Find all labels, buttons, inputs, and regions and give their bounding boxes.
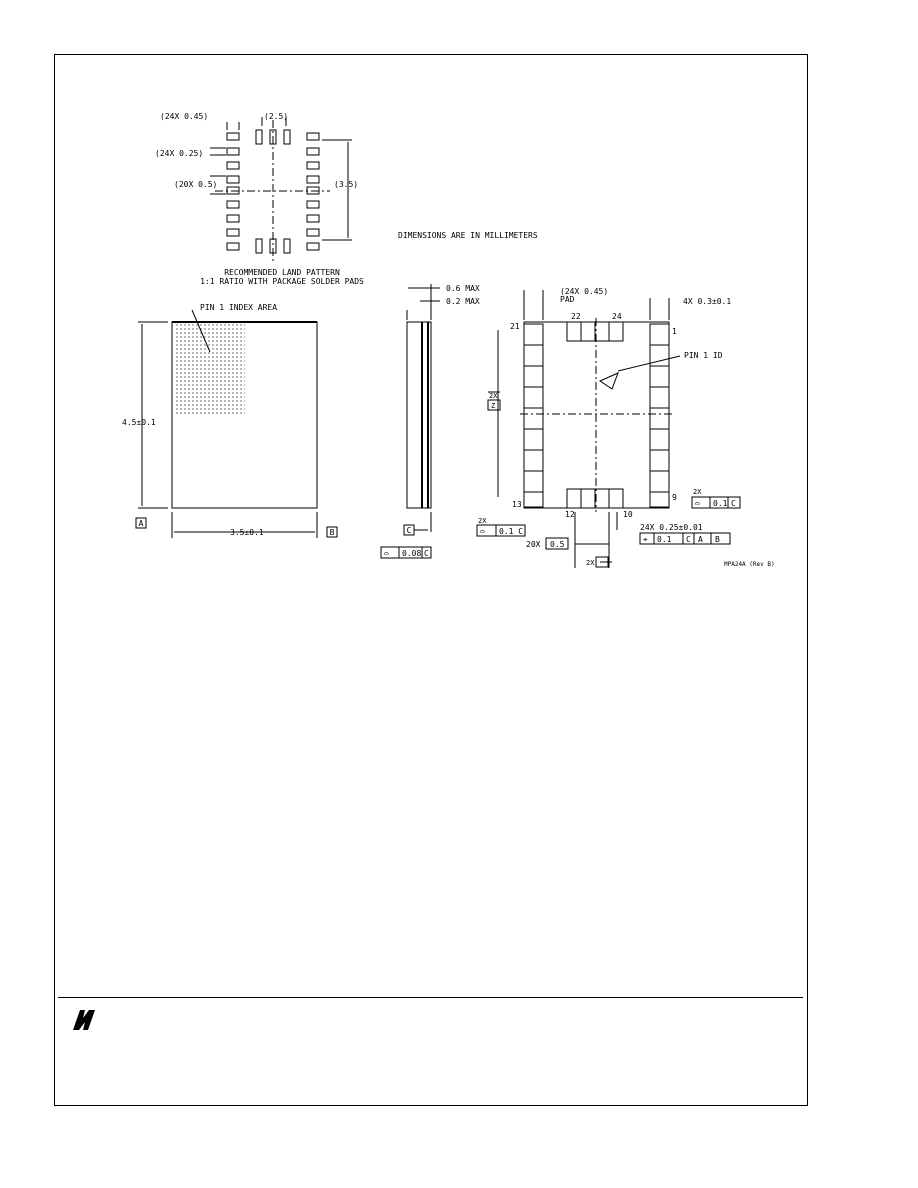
bv-fcf-value: 0.1 <box>657 535 672 544</box>
mechanical-drawing: (24X 0.45) (24X 0.25) (20X 0.5) (2.5) (3… <box>122 112 775 568</box>
bv-tol-left-value: 0.1 C <box>499 527 523 536</box>
bv-fcf-c: C <box>686 535 691 544</box>
bv-pin-22: 22 <box>571 312 581 321</box>
bv-dim-corner: 4X 0.3±0.1 <box>683 297 731 306</box>
units-note: DIMENSIONS ARE IN MILLIMETERS <box>398 231 538 240</box>
bv-tol-right-symbol: ⌓ <box>695 499 700 508</box>
lp-dim-pad-length: (24X 0.25) <box>155 149 203 158</box>
bv-frac-top: 2X <box>489 392 498 400</box>
bv-fcf-position-icon: ⌖ <box>643 535 648 544</box>
sv-flatness-symbol: ⌓ <box>384 549 389 558</box>
tv-datum-a: A <box>139 519 144 528</box>
bv-pitch-value: 0.5 <box>550 540 565 549</box>
lp-dim-pad-width: (24X 0.45) <box>160 112 208 121</box>
sv-dim-max-height: 0.6 MAX <box>446 284 480 293</box>
page-frame <box>54 54 808 1106</box>
bottom-view <box>476 290 741 568</box>
national-semiconductor-logo-icon <box>73 1010 95 1030</box>
bv-tol-right-value: 0.1 <box>713 499 728 508</box>
lp-dim-pitch: (20X 0.5) <box>174 180 217 189</box>
bv-pad-width: 24X 0.25±0.01 <box>640 523 703 532</box>
tv-datum-b: B <box>330 528 335 537</box>
bv-tol-2x-right: 2X <box>693 488 702 496</box>
sv-flatness-datum: C <box>424 549 429 558</box>
lp-dim-width: (2.5) <box>264 112 288 121</box>
top-view <box>135 309 338 538</box>
bv-pin-21: 21 <box>510 322 520 331</box>
bv-pin-12: 12 <box>565 510 575 519</box>
bv-pitch-prefix: 20X <box>526 540 541 549</box>
bv-2x-bottom: 2X <box>586 559 595 567</box>
lp-dim-height: (3.5) <box>334 180 358 189</box>
bv-pin-24: 24 <box>612 312 622 321</box>
lp-caption-1: RECOMMENDED LAND PATTERN <box>224 268 340 277</box>
bv-dim-pad-length: (24X 0.45) <box>560 287 608 296</box>
bv-tol-right-datum: C <box>731 499 736 508</box>
bv-tol-left-symbol: ⌓ <box>480 527 485 536</box>
bv-fcf-a: A <box>698 535 703 544</box>
lp-caption-2: 1:1 RATIO WITH PACKAGE SOLDER PADS <box>200 277 364 286</box>
drawing-id: MPA24A (Rev B) <box>724 561 775 568</box>
bv-frac-bottom: Z <box>491 402 495 410</box>
bv-pin-13: 13 <box>512 500 522 509</box>
sv-flatness-value: 0.08 <box>402 549 421 558</box>
sv-datum-c: C <box>407 526 412 535</box>
bv-dim-pad-word: PAD <box>560 295 575 304</box>
land-pattern-view <box>210 117 352 262</box>
footer-rule <box>58 997 803 998</box>
sv-dim-standoff: 0.2 MAX <box>446 297 480 306</box>
tv-dim-width: 3.5±0.1 <box>230 528 264 537</box>
tv-dim-height: 4.5±0.1 <box>122 418 156 427</box>
side-view <box>380 284 440 559</box>
bv-pin-10: 10 <box>623 510 633 519</box>
bv-fcf-b: B <box>715 535 720 544</box>
bv-pin-9: 9 <box>672 493 677 502</box>
bv-pin-1: 1 <box>672 327 677 336</box>
bv-pin1-id: PIN 1 ID <box>684 351 723 360</box>
bv-tol-2x-left: 2X <box>478 517 487 525</box>
pin1-index-label: PIN 1 INDEX AREA <box>200 303 277 312</box>
